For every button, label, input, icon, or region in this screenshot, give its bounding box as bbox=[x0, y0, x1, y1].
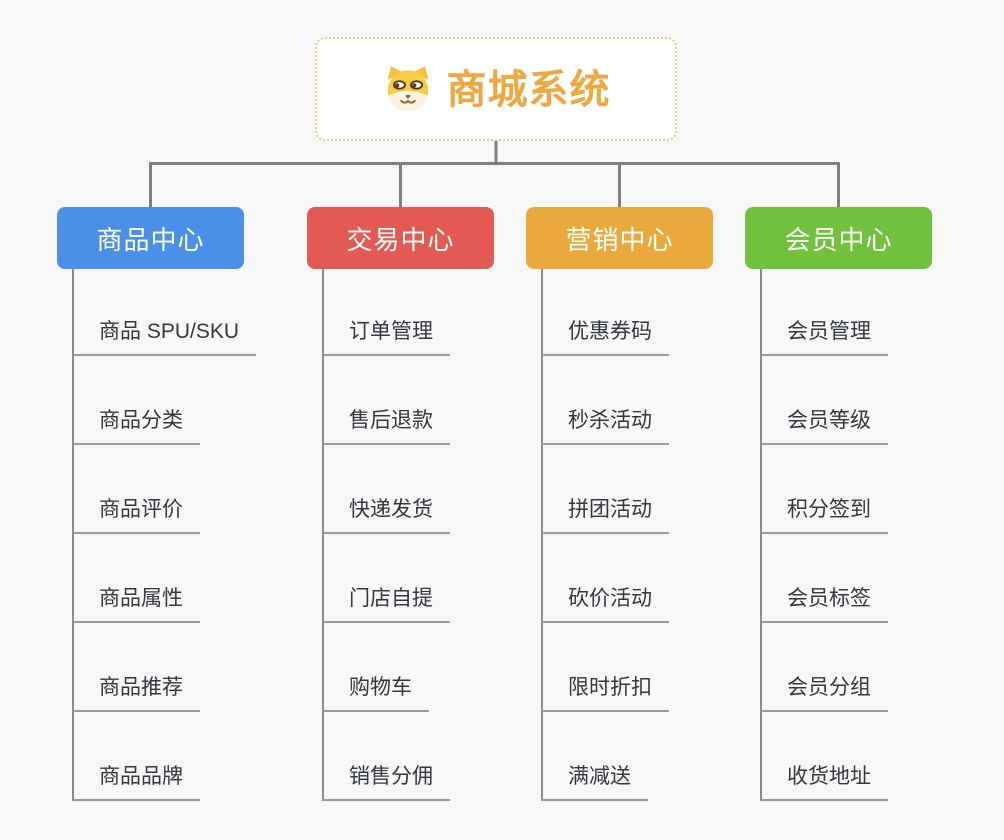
leaf-node[interactable]: 会员管理 bbox=[761, 317, 888, 356]
branch-connector-line bbox=[760, 269, 762, 801]
leaf-node[interactable]: 限时折扣 bbox=[542, 673, 669, 712]
leaf-node[interactable]: 砍价活动 bbox=[542, 584, 669, 623]
dog-icon bbox=[382, 63, 434, 115]
leaf-node[interactable]: 收货地址 bbox=[761, 762, 888, 801]
connector-path bbox=[149, 139, 840, 208]
leaf-node[interactable]: 秒杀活动 bbox=[542, 406, 669, 445]
leaf-node[interactable]: 会员等级 bbox=[761, 406, 888, 445]
leaf-node[interactable]: 积分签到 bbox=[761, 495, 888, 534]
branch-column-products: 商品中心 商品 SPU/SKU 商品分类 商品评价 商品属性 商品推荐 商品品牌 bbox=[57, 207, 257, 817]
root-title: 商城系统 bbox=[446, 68, 611, 112]
branch-node-trade[interactable]: 交易中心 bbox=[307, 207, 494, 269]
root-node[interactable]: 商城系统 bbox=[315, 37, 677, 141]
branch-node-members[interactable]: 会员中心 bbox=[745, 207, 932, 269]
leaf-node[interactable]: 优惠券码 bbox=[542, 317, 669, 356]
leaf-node[interactable]: 商品推荐 bbox=[73, 673, 200, 712]
leaf-node[interactable]: 会员标签 bbox=[761, 584, 888, 623]
leaf-node[interactable]: 销售分佣 bbox=[323, 762, 450, 801]
branch-connector-line bbox=[541, 269, 543, 801]
branch-column-trade: 交易中心 订单管理 售后退款 快递发货 门店自提 购物车 销售分佣 bbox=[307, 207, 494, 817]
leaf-node[interactable]: 满减送 bbox=[542, 762, 648, 801]
leaf-node[interactable]: 商品品牌 bbox=[73, 762, 200, 801]
branch-node-products[interactable]: 商品中心 bbox=[57, 207, 244, 269]
leaf-node[interactable]: 商品属性 bbox=[73, 584, 200, 623]
leaf-node[interactable]: 门店自提 bbox=[323, 584, 450, 623]
branch-column-marketing: 营销中心 优惠券码 秒杀活动 拼团活动 砍价活动 限时折扣 满减送 bbox=[526, 207, 713, 817]
branch-connector-line bbox=[322, 269, 324, 801]
leaf-node[interactable]: 商品 SPU/SKU bbox=[73, 317, 257, 356]
leaf-node[interactable]: 购物车 bbox=[323, 673, 429, 712]
branch-connector-line bbox=[72, 269, 74, 801]
branch-node-marketing[interactable]: 营销中心 bbox=[526, 207, 713, 269]
branch-column-members: 会员中心 会员管理 会员等级 积分签到 会员标签 会员分组 收货地址 bbox=[745, 207, 932, 817]
leaf-node[interactable]: 商品分类 bbox=[73, 406, 200, 445]
leaf-node[interactable]: 售后退款 bbox=[323, 406, 450, 445]
leaf-node[interactable]: 拼团活动 bbox=[542, 495, 669, 534]
leaf-node[interactable]: 会员分组 bbox=[761, 673, 888, 712]
leaf-node[interactable]: 订单管理 bbox=[323, 317, 450, 356]
leaf-node[interactable]: 商品评价 bbox=[73, 495, 200, 534]
leaf-node[interactable]: 快递发货 bbox=[323, 495, 450, 534]
